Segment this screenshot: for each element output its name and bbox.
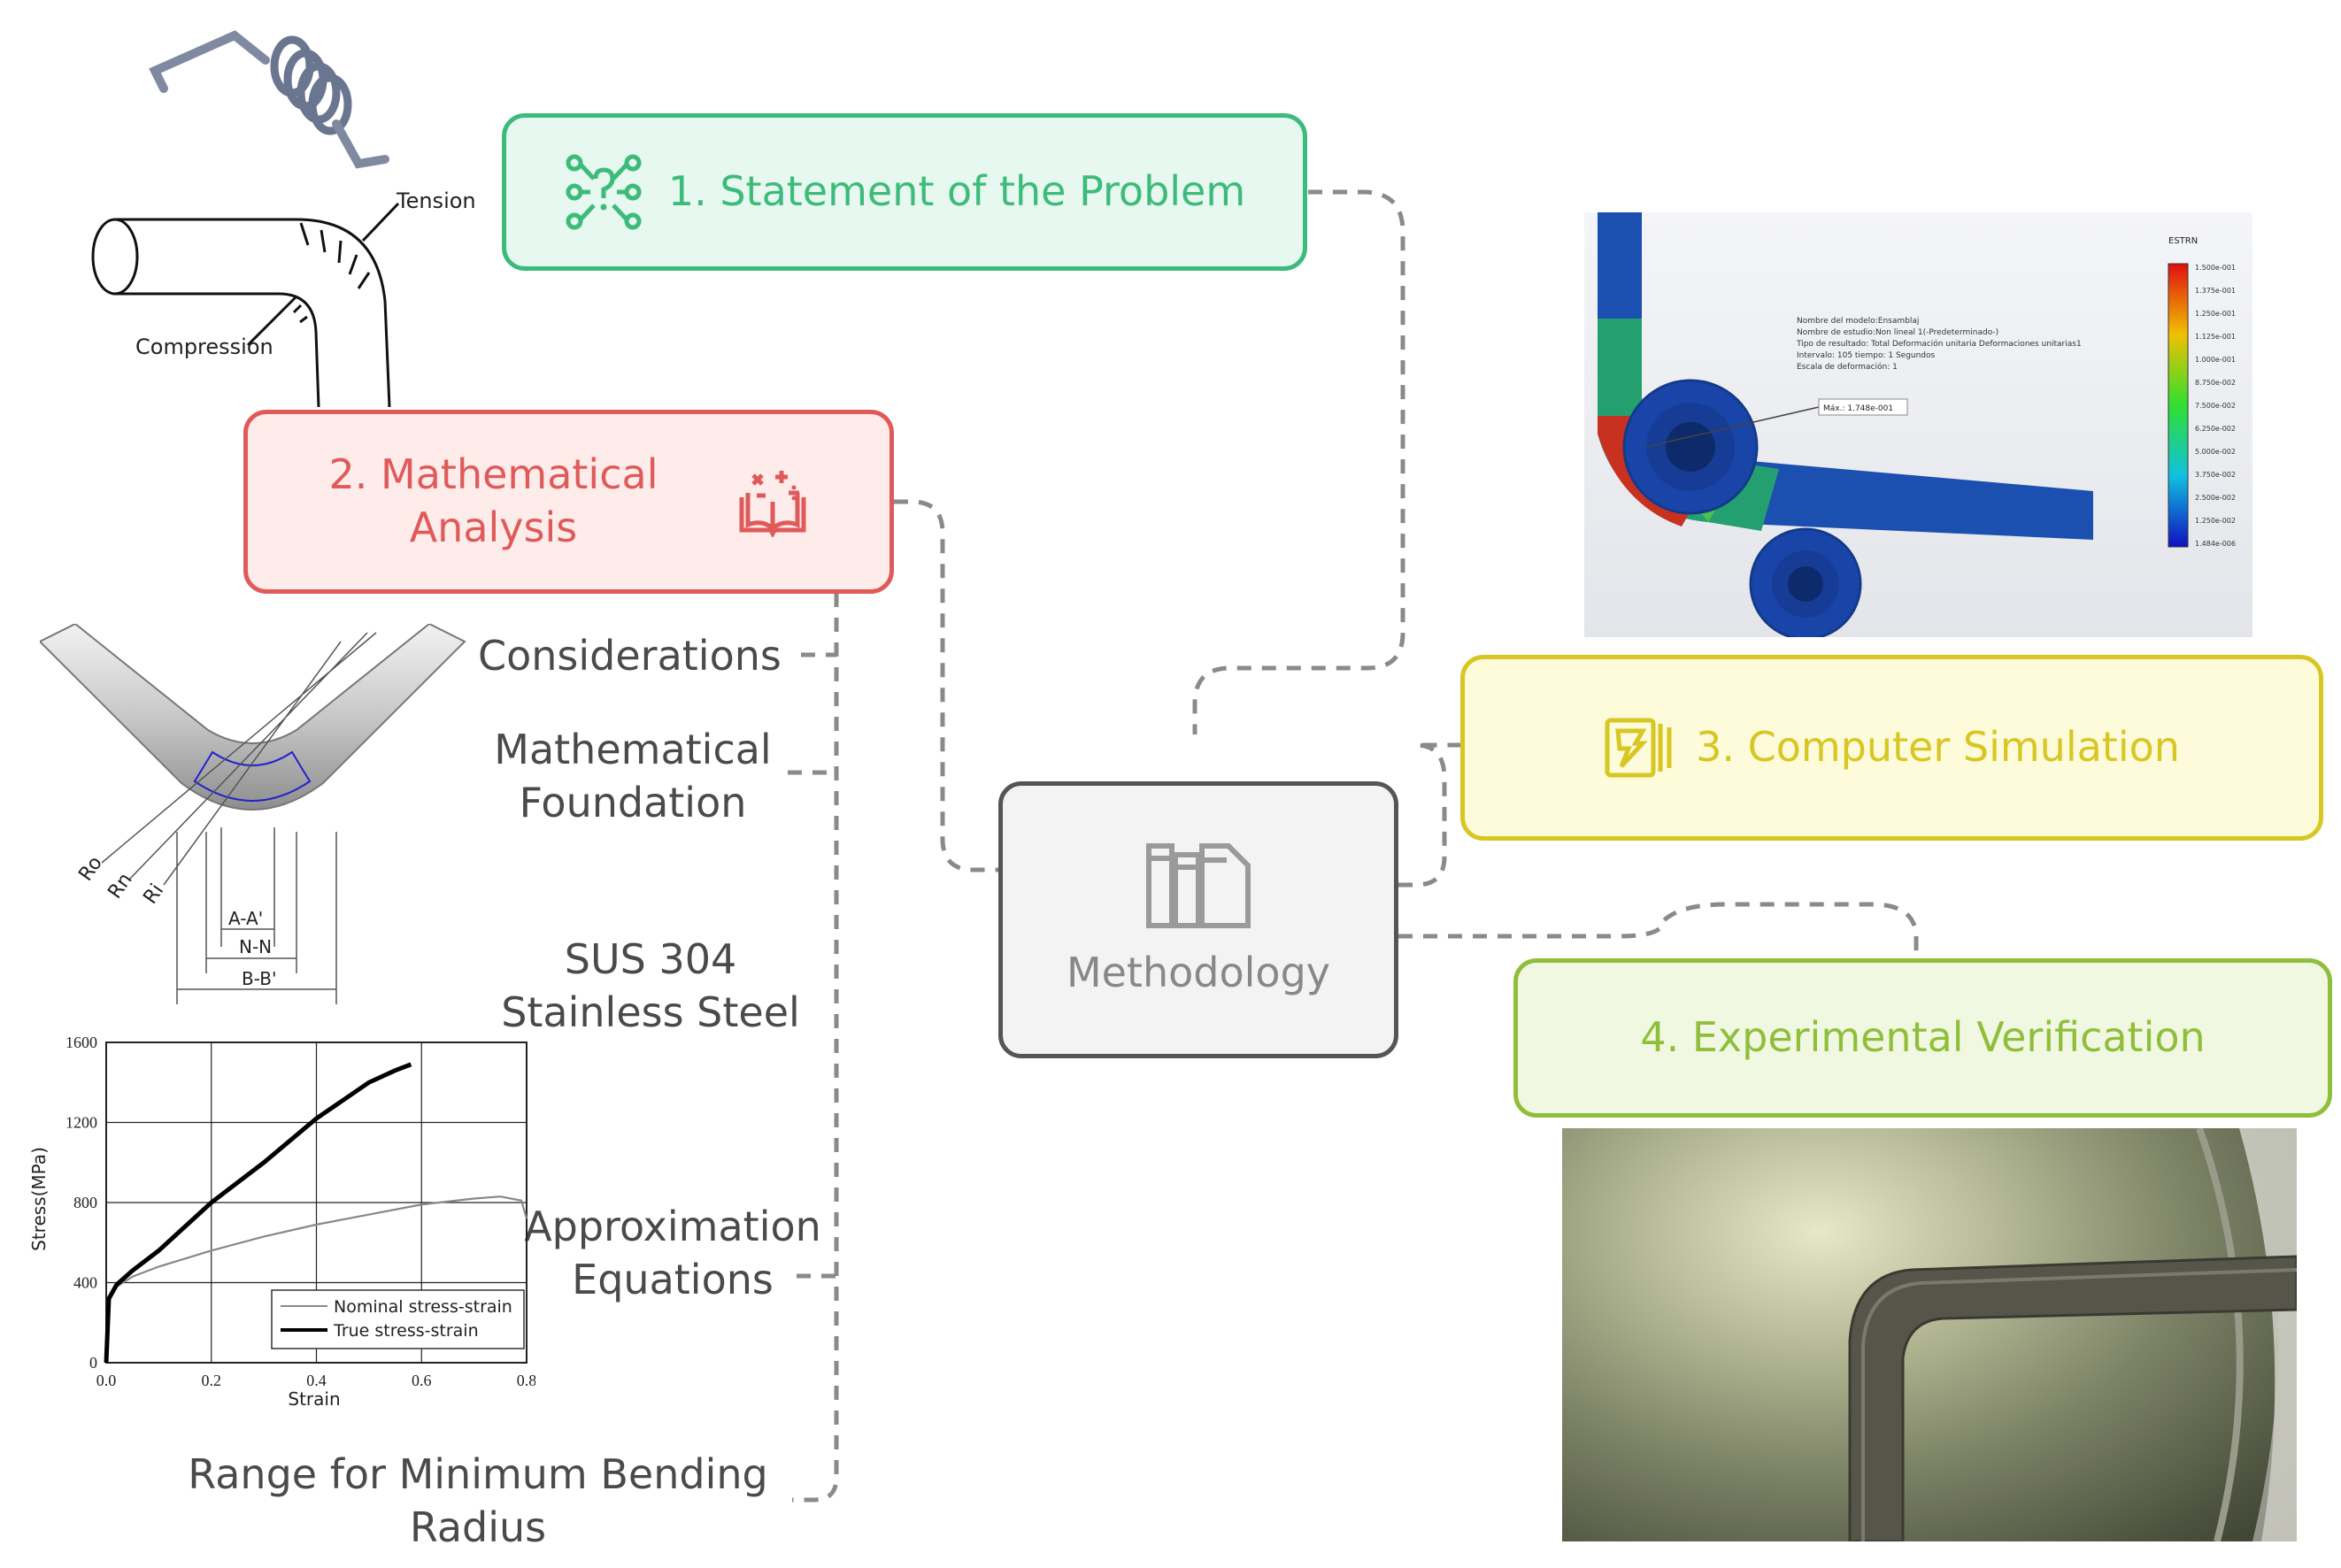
chart-legend: Nominal stress-strain True stress-strain: [271, 1289, 525, 1349]
nn-label: N-N: [239, 936, 272, 957]
range-label: Range for Minimum Bending Radius: [188, 1450, 768, 1551]
sim-legend-value: 5.000e-002: [2195, 448, 2236, 456]
chart-y-tick: 800: [73, 1194, 97, 1211]
simulation-label: 3. Computer Simulation: [1696, 723, 2180, 772]
connector-math-stem: [792, 593, 839, 1503]
chart-x-tick: 0.2: [202, 1372, 222, 1389]
sim-legend-value: 1.250e-001: [2195, 310, 2236, 318]
chart-x-tick: 0.8: [517, 1372, 535, 1389]
experimental-box[interactable]: 4. Experimental Verification: [1513, 958, 2332, 1118]
simulation-box[interactable]: 3. Computer Simulation: [1460, 655, 2323, 841]
chart-x-tick: 0.6: [412, 1372, 432, 1389]
bb-label: B-B': [242, 968, 276, 989]
sim-legend-value: 3.750e-002: [2195, 471, 2236, 479]
simulation-icon: [1605, 718, 1672, 778]
problem-label: 1. Statement of the Problem: [667, 167, 1246, 216]
torsion-spring-illustration: [149, 30, 389, 169]
bent-tube-photo: [1848, 1128, 2297, 1541]
sim-legend-value: 7.500e-002: [2195, 402, 2236, 410]
chart-y-tick: 1200: [65, 1114, 97, 1132]
rn-label: Rn: [104, 869, 136, 903]
sim-legend-value: 1.484e-006: [2195, 540, 2236, 548]
sim-legend-value: 1.250e-002: [2195, 517, 2236, 525]
pipe-bending-sketch: Tension Compression: [91, 188, 476, 407]
chart-x-tick: 0.0: [96, 1372, 117, 1389]
sim-info-line: Nombre del modelo:Ensamblaj: [1797, 317, 1919, 326]
chart-ylabel: Stress(MPa): [28, 1147, 50, 1251]
sim-legend-value: 1.125e-001: [2195, 333, 2236, 341]
connector-simulation: [1398, 742, 1469, 888]
sim-legend-value: 1.000e-001: [2195, 356, 2236, 364]
math-book-icon: [739, 471, 806, 537]
fea-tube-render: Máx.: 1.748e-001 Nombre del modelo:Ensam…: [1598, 212, 2236, 637]
chart-xlabel: Strain: [288, 1388, 340, 1410]
math-box[interactable]: 2. Mathematical Analysis: [243, 410, 894, 594]
tension-label: Tension: [396, 188, 476, 213]
sim-legend-values: 1.500e-001 1.375e-001 1.250e-001 1.125e-001…: [2195, 264, 2236, 548]
approximation-label: Approximation Equations: [524, 1203, 821, 1303]
connector-problem: [1192, 189, 1405, 734]
methodology-box[interactable]: Methodology: [998, 781, 1398, 1058]
chart-series-line-1: [104, 1062, 412, 1364]
sim-max-label: Máx.: 1.748e-001: [1823, 404, 1893, 413]
connector-math: [894, 499, 998, 872]
ro-label: Ro: [74, 852, 106, 885]
legend-true: True stress-strain: [333, 1321, 479, 1341]
methodology-label: Methodology: [1066, 948, 1330, 996]
bend-geometry-diagram: Ro Rn Ri A-A' N-N B-B': [40, 624, 466, 1004]
chart-y-tick: 0: [89, 1354, 97, 1372]
sim-legend-value: 8.750e-002: [2195, 379, 2236, 387]
connector-experimental: [1398, 902, 1919, 957]
sim-legend-value: 1.375e-001: [2195, 287, 2236, 295]
chart-x-tick: 0.4: [306, 1372, 327, 1389]
compression-label: Compression: [135, 334, 273, 359]
math-label: 2. Mathematical Analysis: [328, 450, 658, 551]
sim-legend-value: 1.500e-001: [2195, 264, 2236, 272]
sim-info-line: Intervalo: 105 tiempo: 1 Segundos: [1797, 351, 1936, 360]
chart-y-tick: 1600: [65, 1034, 97, 1051]
sus304-label: SUS 304 Stainless Steel: [501, 935, 800, 1036]
legend-nominal: Nominal stress-strain: [334, 1297, 512, 1317]
sim-legend-value: 6.250e-002: [2195, 425, 2236, 433]
experimental-label: 4. Experimental Verification: [1640, 1013, 2206, 1062]
library-books-icon: [1146, 842, 1251, 928]
considerations-label: Considerations: [478, 632, 782, 680]
math-foundation-label: Mathematical Foundation: [494, 726, 772, 826]
simulation-result-image: Máx.: 1.748e-001 Nombre del modelo:Ensam…: [1584, 212, 2252, 637]
chart-y-tick: 400: [73, 1274, 97, 1292]
network-question-icon: [566, 154, 642, 230]
experimental-photo: [1562, 1128, 2297, 1541]
sim-legend-value: 2.500e-002: [2195, 494, 2236, 502]
aa-label: A-A': [228, 908, 263, 929]
chart-ticks: 0.0 0.2 0.4 0.6 0.8 0 400 800 1200 1600: [65, 1034, 535, 1389]
sim-info-line: Tipo de resultado: Total Deformación uni…: [1796, 339, 2082, 349]
stress-strain-chart: 0.0 0.2 0.4 0.6 0.8 0 400 800 1200 1600 Strain St…: [28, 1034, 535, 1410]
problem-box[interactable]: 1. Statement of the Problem: [502, 113, 1307, 271]
sim-info-line: Escala de deformación: 1: [1797, 362, 1898, 372]
sim-legend-title: ESTRN: [2168, 236, 2198, 246]
chart-series: [104, 1062, 528, 1364]
sim-info-line: Nombre de estudio:Non lineal 1(-Predeter…: [1797, 328, 1998, 337]
